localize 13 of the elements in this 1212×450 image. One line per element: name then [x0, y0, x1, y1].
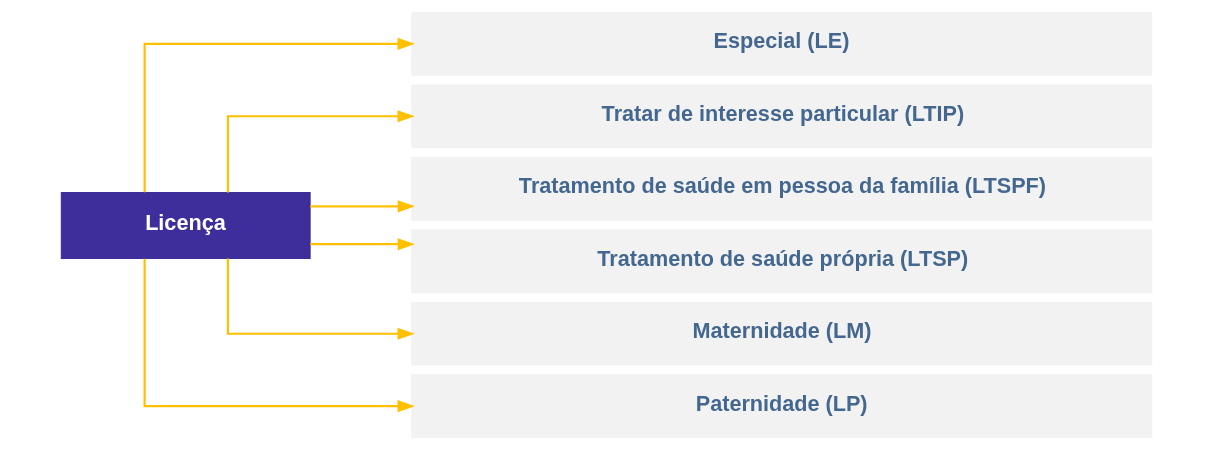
node-box: Maternidade (LM) — [410, 301, 1152, 366]
node-box: Especial (LE) — [410, 11, 1152, 76]
arrow — [226, 258, 415, 340]
node-box: Licença — [60, 192, 311, 260]
arrow — [143, 37, 415, 193]
arrow — [143, 258, 415, 413]
node-box: Tratamento de saúde própria (LTSP) — [410, 229, 1152, 294]
node-box: Paternidade (LP) — [410, 374, 1152, 439]
node-box: Tratamento de saúde em pessoa da família (LTSPF) — [410, 156, 1152, 221]
arrow — [309, 200, 415, 213]
arrow — [309, 238, 415, 251]
node-box: Tratar de interesse particular (LTIP) — [410, 84, 1152, 149]
arrow — [226, 110, 415, 193]
